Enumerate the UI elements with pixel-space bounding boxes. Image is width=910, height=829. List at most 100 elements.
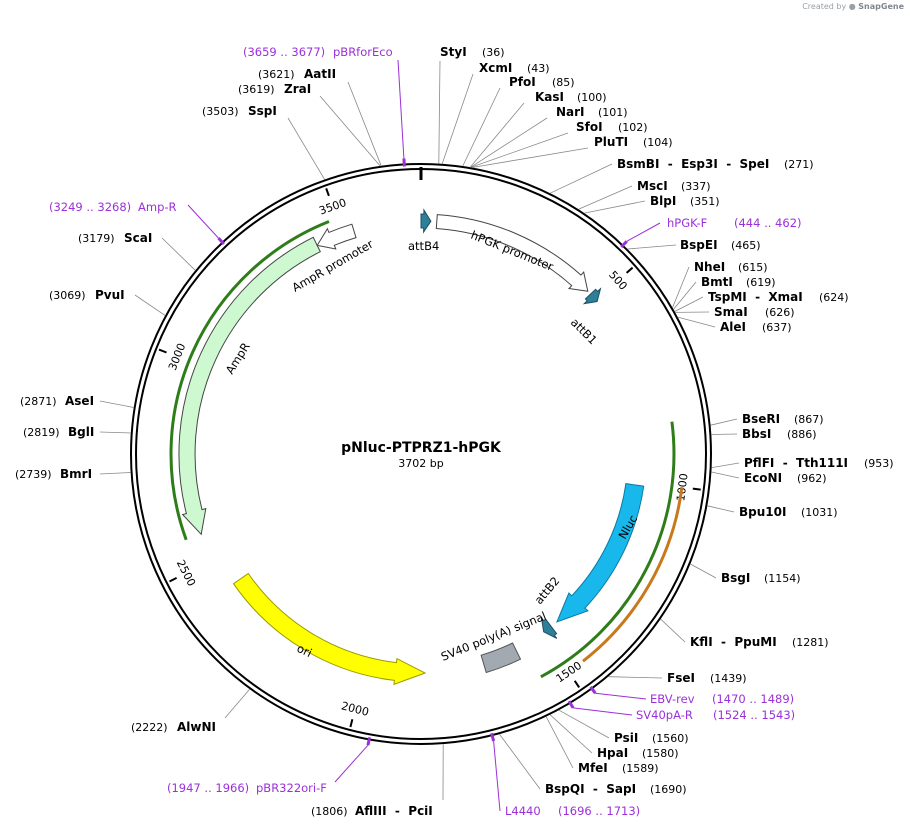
- svg-text:BsmBI - Esp3I - SpeI: BsmBI - Esp3I - SpeI: [617, 157, 769, 171]
- feature-ori[interactable]: [232, 572, 427, 686]
- site-bbsi[interactable]: BbsI(886): [742, 427, 817, 441]
- site-asei[interactable]: (2871)AseI: [20, 394, 94, 408]
- svg-text:(104): (104): [643, 136, 673, 149]
- site-bspei[interactable]: BspEI(465): [680, 238, 761, 252]
- site-tspmi-xmai[interactable]: TspMI - XmaI(624): [708, 290, 849, 304]
- svg-text:(3619): (3619): [238, 83, 275, 96]
- ruler-label-2500: 2500: [174, 558, 198, 589]
- svg-text:(101): (101): [598, 106, 628, 119]
- site-blpi[interactable]: BlpI(351): [650, 194, 720, 208]
- leader-line-site: [711, 433, 738, 435]
- site-nhei[interactable]: NheI(615): [694, 260, 768, 274]
- leader-line-site: [347, 81, 382, 166]
- site-pfoi[interactable]: PfoI(85): [509, 75, 575, 89]
- site-bmti[interactable]: BmtI(619): [701, 275, 776, 289]
- site-alei[interactable]: AleI(637): [720, 320, 792, 334]
- site-bmri[interactable]: (2739) BmrI: [15, 467, 92, 481]
- site-smai[interactable]: SmaI(626): [714, 305, 795, 319]
- feature-attb4[interactable]: [420, 208, 432, 234]
- svg-text:(3503): (3503): [202, 105, 239, 118]
- site-bsgi[interactable]: BsgI(1154): [721, 571, 801, 585]
- primer-ebv-rev[interactable]: EBV-rev(1470 .. 1489): [650, 692, 794, 706]
- site-alwni[interactable]: (2222)AlwNI: [131, 720, 216, 734]
- primer-hpgk-f[interactable]: hPGK-F(444 .. 462): [667, 216, 802, 230]
- svg-text:KasI: KasI: [535, 90, 564, 104]
- svg-text:AleI: AleI: [720, 320, 746, 334]
- leader-line-site: [224, 688, 250, 719]
- site-afliii-pcii[interactable]: (1806)AflIII - PciI: [311, 804, 433, 818]
- primer-l4440[interactable]: L4440 (1696 .. 1713): [505, 804, 640, 818]
- leader-line-primer: [626, 222, 661, 242]
- svg-text:BlpI: BlpI: [650, 194, 676, 208]
- site-kasi[interactable]: KasI(100): [535, 90, 607, 104]
- ampr-orf-arc: [169, 220, 330, 541]
- feature-attb1[interactable]: [582, 287, 602, 305]
- feature-hpgk-promoter[interactable]: [435, 214, 589, 292]
- svg-text:(1589): (1589): [622, 762, 659, 775]
- svg-text:BmrI: BmrI: [60, 467, 92, 481]
- leader-line-site: [558, 709, 610, 739]
- leader-lines: [99, 59, 740, 812]
- site-styi[interactable]: StyI(36): [440, 45, 505, 59]
- svg-text:(3179): (3179): [78, 232, 115, 245]
- site-bpu10i[interactable]: Bpu10I(1031): [739, 505, 838, 519]
- svg-text:(953): (953): [864, 457, 894, 470]
- feature-ampr[interactable]: [178, 236, 321, 536]
- credit-brand: SnapGene: [858, 2, 904, 11]
- svg-text:(1696 .. 1713): (1696 .. 1713): [558, 804, 640, 818]
- site-bseri[interactable]: BseRI(867): [742, 412, 824, 426]
- site-scai[interactable]: (3179)ScaI: [78, 231, 152, 245]
- site-pflfi-tth111i[interactable]: PflFI - Tth111I (953): [744, 456, 894, 470]
- leader-line-site: [707, 505, 735, 513]
- svg-text:PflFI - Tth111I: PflFI - Tth111I: [744, 456, 848, 470]
- ruler-tick-2000: [349, 719, 354, 728]
- nluc-orf-arc: [540, 421, 676, 679]
- svg-text:L4440: L4440: [505, 804, 541, 818]
- leader-line-primer: [187, 204, 219, 239]
- site-psii[interactable]: PsiI (1560): [614, 731, 689, 745]
- primer-pbr322ori-f[interactable]: (1947 .. 1966)pBR322ori-F: [167, 781, 327, 795]
- primer-amp-r[interactable]: (3249 .. 3268)Amp-R: [49, 200, 177, 214]
- feature-ampr-promoter[interactable]: [316, 223, 357, 250]
- svg-text:(2739): (2739): [15, 468, 52, 481]
- site-pluti[interactable]: PluTI (104): [594, 135, 673, 149]
- site-bsmbi-esp3i-spei[interactable]: BsmBI - Esp3I - SpeI(271): [617, 157, 814, 171]
- site-sspi[interactable]: (3503)SspI: [202, 104, 277, 118]
- site-zrai[interactable]: (3619)ZraI: [238, 82, 311, 96]
- leader-line-primer: [595, 692, 647, 700]
- primer-pbrforeco[interactable]: (3659 .. 3677)pBRforEco: [243, 45, 393, 59]
- feature-attb2[interactable]: [540, 617, 558, 639]
- reverse-orf-arc: [582, 487, 684, 663]
- site-mfei[interactable]: MfeI(1589): [578, 761, 659, 775]
- leader-line-site: [690, 563, 717, 579]
- svg-text:(1560): (1560): [652, 732, 689, 745]
- site-msci[interactable]: MscI(337): [637, 179, 711, 193]
- backbone-outer-ring: [130, 163, 712, 745]
- label-attb1: attB1: [568, 315, 600, 347]
- site-bgli[interactable]: (2819)BglI: [23, 425, 94, 439]
- ruler-label-3500: 3500: [317, 196, 348, 218]
- site-pvui[interactable]: (3069)PvuI: [49, 288, 125, 302]
- svg-text:pBRforEco: pBRforEco: [333, 45, 393, 59]
- svg-text:PsiI: PsiI: [614, 731, 638, 745]
- svg-text:KflI - PpuMI: KflI - PpuMI: [690, 635, 777, 649]
- site-hpai[interactable]: HpaI(1580): [597, 746, 679, 760]
- site-aatii[interactable]: (3621)AatII: [258, 67, 336, 81]
- site-econi[interactable]: EcoNI(962): [744, 471, 827, 485]
- primer-sv40pa-r[interactable]: SV40pA-R(1524 .. 1543): [636, 708, 795, 722]
- svg-text:PluTI: PluTI: [594, 135, 628, 149]
- feature-nluc[interactable]: [556, 483, 645, 623]
- site-xcmi[interactable]: XcmI(43): [479, 61, 550, 75]
- site-nari[interactable]: NarI(101): [556, 105, 628, 119]
- label-ampr: AmpR: [223, 340, 253, 377]
- primer-binding-mark: [589, 685, 597, 695]
- site-fsei[interactable]: FseI(1439): [667, 671, 747, 685]
- leader-line-site: [438, 60, 441, 164]
- site-kfli-ppumi[interactable]: KflI - PpuMI(1281): [690, 635, 829, 649]
- leader-line-site: [711, 462, 740, 468]
- site-bspqi-sapi[interactable]: BspQI - SapI(1690): [545, 782, 687, 796]
- primer-binding-mark: [366, 737, 371, 746]
- site-sfoi[interactable]: SfoI(102): [576, 120, 648, 134]
- svg-text:SmaI: SmaI: [714, 305, 748, 319]
- feature-sv40-polya[interactable]: [480, 642, 522, 674]
